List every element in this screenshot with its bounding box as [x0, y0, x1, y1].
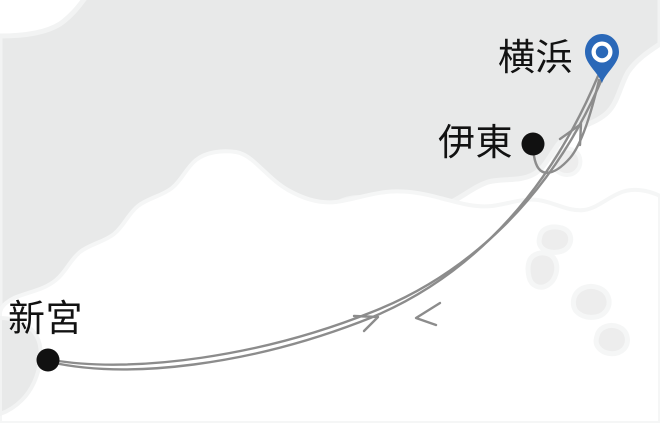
island-3 — [570, 283, 612, 320]
pin-center-icon — [595, 45, 609, 59]
route-arrow-ito-branch — [558, 122, 583, 147]
island-4 — [593, 322, 630, 357]
marker-dot-ito[interactable] — [521, 132, 545, 156]
marker-dot-shingu[interactable] — [36, 348, 60, 372]
port-label-yokohama: 横浜 — [498, 36, 573, 79]
route-branch-ito-yokohama[interactable] — [532, 78, 601, 174]
inland-bay-west — [0, 149, 660, 423]
route-arrow-outbound — [352, 314, 380, 333]
route-outbound-shingu-yokohama[interactable] — [48, 74, 600, 371]
island-2 — [525, 250, 560, 290]
route-return-yokohama-shingu[interactable] — [50, 72, 606, 366]
routes-group — [48, 72, 606, 371]
markers-group — [36, 34, 619, 372]
route-arrow-return — [414, 301, 442, 327]
port-label-shingu: 新宮 — [8, 297, 83, 340]
island-1 — [536, 224, 574, 255]
marker-pin-yokohama[interactable] — [585, 34, 619, 83]
port-label-ito: 伊東 — [438, 121, 513, 164]
